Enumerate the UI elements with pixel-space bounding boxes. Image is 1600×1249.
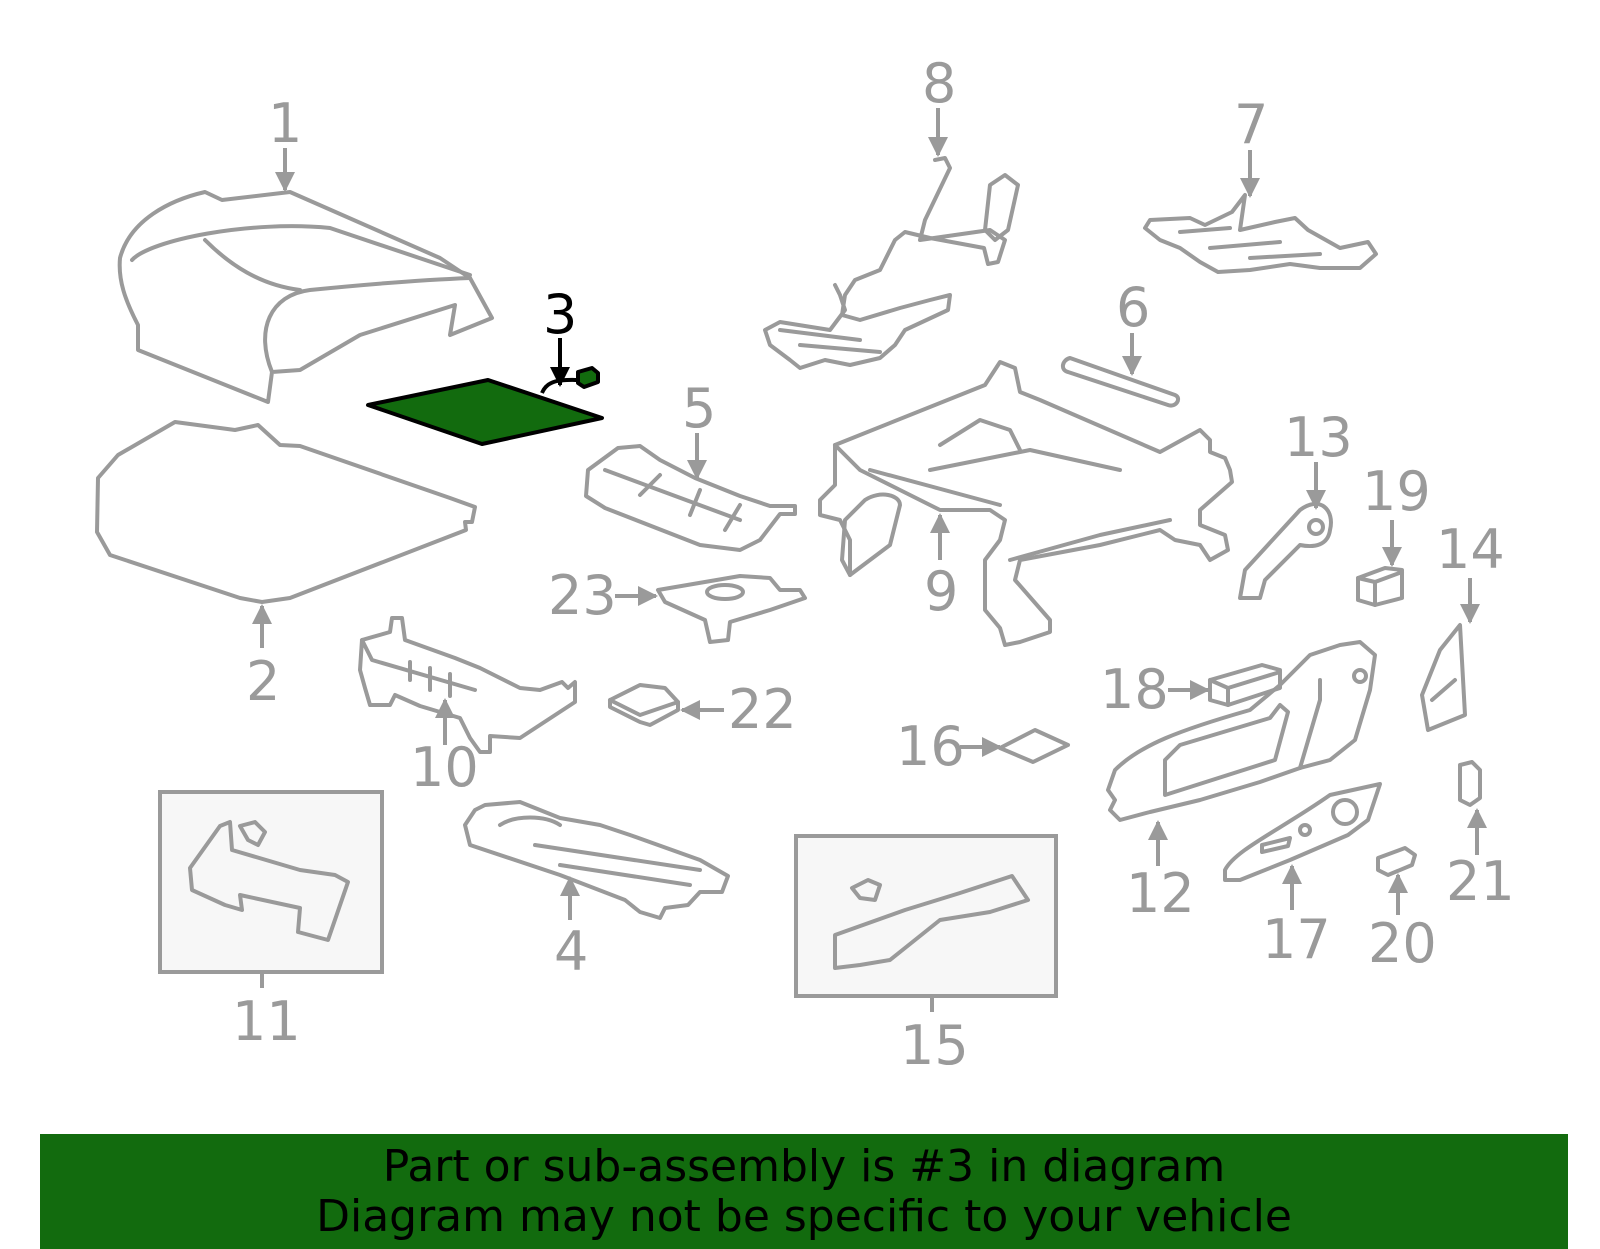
part-11-inset-box[interactable] [158, 790, 384, 974]
part-1-cushion-cover[interactable] [117, 190, 494, 404]
label-14: 14 [1436, 518, 1505, 581]
part-4-seat-pan-cover[interactable] [463, 800, 730, 920]
label-12: 12 [1126, 862, 1195, 925]
label-16: 16 [896, 715, 965, 778]
part-7-lumbar-support[interactable] [1143, 193, 1378, 274]
leader-arrows [252, 108, 1487, 1012]
part-19-knob[interactable] [1356, 566, 1404, 607]
label-6: 6 [1116, 276, 1150, 339]
label-22: 22 [728, 678, 797, 741]
part-number-labels: 1 2 3 4 5 6 7 8 9 10 11 12 13 14 15 16 1… [232, 52, 1515, 1077]
label-13: 13 [1284, 406, 1353, 469]
part-5-pad[interactable] [584, 444, 797, 552]
part-22-module[interactable] [608, 683, 680, 727]
part-17-switch-bezel[interactable] [1223, 782, 1382, 882]
label-19: 19 [1362, 460, 1431, 523]
part-23-bracket[interactable] [656, 574, 807, 644]
label-5: 5 [682, 377, 716, 440]
label-17: 17 [1262, 908, 1331, 971]
label-21: 21 [1446, 850, 1515, 913]
banner-line-2: Diagram may not be specific to your vehi… [316, 1191, 1292, 1242]
part-14-trim[interactable] [1420, 623, 1467, 732]
banner-line-1: Part or sub-assembly is #3 in diagram [382, 1141, 1226, 1192]
label-8: 8 [922, 52, 956, 115]
part-20-knob[interactable] [1376, 846, 1417, 877]
label-15: 15 [900, 1014, 969, 1077]
part-13-recliner-handle[interactable] [1238, 502, 1333, 600]
label-1: 1 [268, 92, 302, 155]
label-9: 9 [924, 560, 958, 623]
label-20: 20 [1368, 912, 1437, 975]
info-banner: Part or sub-assembly is #3 in diagram Di… [40, 1134, 1568, 1249]
part-3-seat-heater-pad[interactable] [366, 366, 604, 446]
label-2: 2 [246, 650, 280, 713]
label-3: 3 [543, 283, 577, 346]
part-16-clip[interactable] [998, 728, 1070, 764]
part-21-clip[interactable] [1458, 760, 1482, 807]
part-15-inset-box[interactable] [794, 834, 1058, 998]
part-6-rod[interactable] [1061, 356, 1180, 408]
part-2-cushion-pad[interactable] [95, 420, 477, 604]
label-10: 10 [410, 736, 479, 799]
part-9-seat-frame[interactable] [818, 360, 1234, 647]
part-18-switch[interactable] [1208, 663, 1282, 707]
part-8-seat-frame-wire[interactable] [763, 156, 1020, 370]
part-10-bracket[interactable] [358, 616, 577, 754]
label-7: 7 [1234, 93, 1268, 156]
label-23: 23 [548, 564, 617, 627]
label-18: 18 [1100, 658, 1169, 721]
label-11: 11 [232, 990, 301, 1053]
label-4: 4 [554, 920, 588, 983]
